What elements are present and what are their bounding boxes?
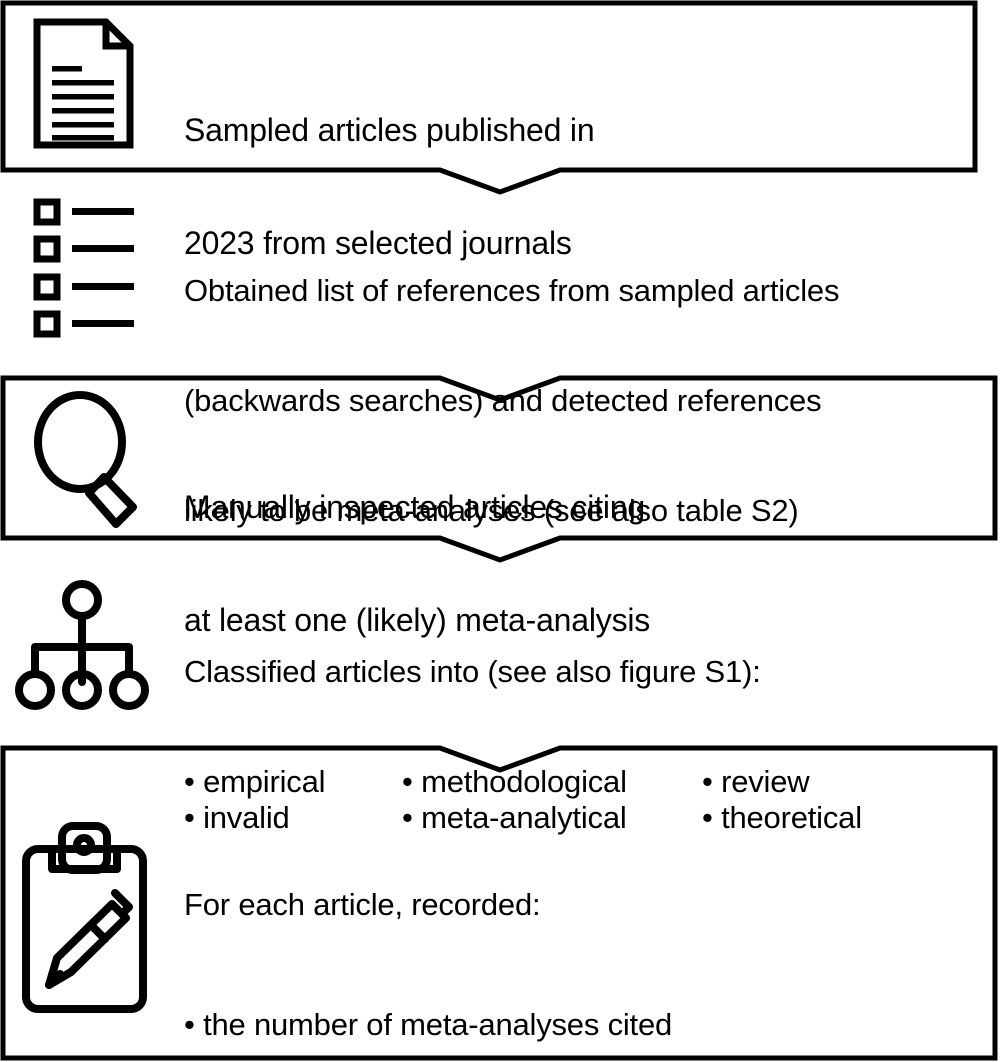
step-3-line-2: at least one (likely) meta-analysis [184,601,651,638]
step-1-box [0,0,978,195]
step-2-line-1: Obtained list of references from sampled… [184,273,840,309]
magnifier-icon [34,391,137,528]
step-1-line-2: 2023 from selected journals [184,224,572,261]
step-4-text: Classified articles into (see also figur… [184,581,862,910]
step-5-heading: For each article, recorded: [184,886,541,922]
step-3-line-1: Manually inspected articles citing [184,488,645,525]
step-2-line-3: likely to be meta-analyses (see also tab… [184,492,799,528]
clipboard-pen-icon [22,822,147,1013]
step-3-box [0,375,998,563]
step-4-heading: Classified articles into (see also figur… [184,654,761,690]
category-review: • review [702,763,810,799]
step-5-box [0,745,998,1061]
step-2-text: Obtained list of references from sampled… [184,200,839,602]
step-5-line-1: • the number of meta-analyses cited [184,1007,673,1043]
step-1-text: Sampled articles published in 2023 from … [184,36,595,338]
checklist-icon [33,198,134,338]
hierarchy-icon [15,580,149,710]
step-4-category-grid: • empirical • methodological • review • … [184,764,862,837]
step-2-line-2: (backwards searches) and detected refere… [184,382,822,418]
step-1-line-1: Sampled articles published in [184,111,595,148]
document-icon [33,18,134,149]
category-invalid: • invalid [184,800,290,836]
step-5-text: For each article, recorded: • the number… [184,804,836,1062]
step-3-text: Manually inspected articles citing at le… [184,413,650,715]
category-methodological: • methodological [402,763,627,799]
category-empirical: • empirical [184,763,326,799]
category-theoretical: • theoretical [702,800,862,836]
category-meta-analytical: • meta-analytical [402,800,627,836]
